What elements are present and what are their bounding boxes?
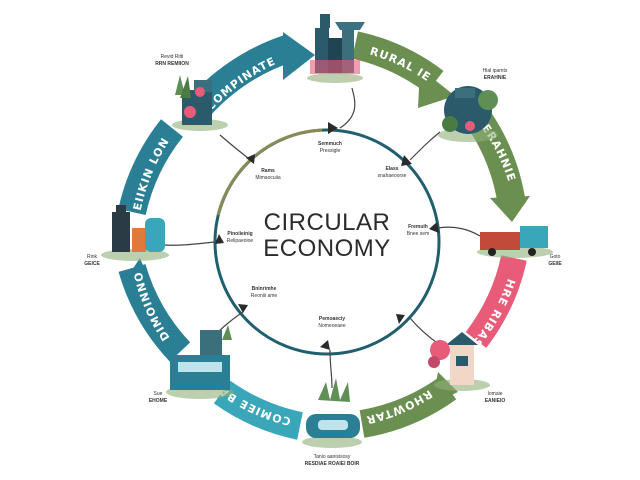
callout-title: Hlal ipamts bbox=[483, 68, 508, 74]
callout-labels: Revid Ritti RRN REMIION Hlal ipamts ERAH… bbox=[84, 54, 562, 467]
inner-label-sub: Bnee sem bbox=[407, 231, 430, 237]
callout-title: Goto bbox=[550, 254, 561, 260]
callout-subtitle: RRN REMIION bbox=[155, 61, 189, 67]
center-title-line1: CIRCULAR bbox=[264, 209, 391, 236]
processing-unit-illustration bbox=[302, 378, 362, 448]
banner-labels: COMPINATE RURAL IE ERAHNIE HRE RIBAS RHO… bbox=[0, 0, 518, 428]
callout-subtitle: EHOME bbox=[149, 398, 168, 404]
callout-subtitle: RESDIAE ROAIEI BOIR bbox=[305, 461, 360, 467]
callout-title: Sue bbox=[154, 391, 163, 397]
illustrations bbox=[101, 14, 553, 448]
inner-ring bbox=[164, 87, 481, 389]
inner-label-title: Fremuih bbox=[408, 224, 428, 230]
inner-label-title: Elass bbox=[385, 166, 398, 172]
inner-label-title: Pinoiieinig bbox=[227, 231, 252, 237]
city-buildings-illustration bbox=[307, 14, 365, 83]
inner-label-title: Semmuch bbox=[318, 141, 342, 147]
arrowhead-left bbox=[124, 258, 150, 282]
arrowhead-right bbox=[490, 196, 530, 222]
banner-label: EIIKIN LONIMIO bbox=[0, 0, 172, 212]
delivery-truck-illustration bbox=[477, 226, 553, 258]
inner-label-title: Bninrimhe bbox=[252, 286, 277, 292]
arrow-segment-left-upper bbox=[118, 119, 184, 216]
arrow-segment-right-lower bbox=[465, 255, 527, 348]
warehouse-illustration bbox=[166, 325, 234, 399]
callout-subtitle: GEICE bbox=[84, 261, 100, 267]
inner-label-sub: Mimaocuiia bbox=[255, 175, 281, 181]
inner-label-sub: Nomeoeaee bbox=[318, 323, 345, 329]
inner-label-sub: Pressigle bbox=[320, 148, 341, 154]
recycling-facility-illustration bbox=[438, 86, 498, 142]
arrowhead-top-right bbox=[418, 68, 455, 108]
callout-title: Rink bbox=[87, 254, 98, 260]
callout-title: Tanio aanisisosy bbox=[314, 454, 351, 460]
inner-ring-markers bbox=[215, 122, 439, 350]
callout-subtitle: ERAHNIE bbox=[484, 75, 507, 81]
inner-label-sub: Relipaeoioe bbox=[227, 238, 254, 244]
inner-labels: Semmuch Pressigle Elass snahaeoorse Rams… bbox=[227, 141, 429, 329]
factory-plants-illustration bbox=[172, 75, 228, 131]
house-flowers-illustration bbox=[428, 332, 490, 391]
center-title-line2: ECONOMY bbox=[263, 235, 391, 262]
inner-label-sub: snahaeoorse bbox=[378, 173, 407, 179]
callout-subtitle: GEIIE bbox=[548, 261, 562, 267]
inner-label-title: Pemoaeciy bbox=[319, 316, 345, 322]
arrowhead-top bbox=[283, 32, 315, 80]
recycling-bins-illustration bbox=[101, 205, 169, 261]
callout-subtitle: EANIEIO bbox=[485, 398, 506, 404]
inner-label-sub: Reoniii ame bbox=[251, 293, 278, 299]
inner-label-title: Rams bbox=[261, 168, 275, 174]
arrow-segment-bottom-left bbox=[213, 380, 304, 440]
callout-title: Revid Ritti bbox=[161, 54, 184, 60]
callout-title: Iomaie bbox=[487, 391, 502, 397]
